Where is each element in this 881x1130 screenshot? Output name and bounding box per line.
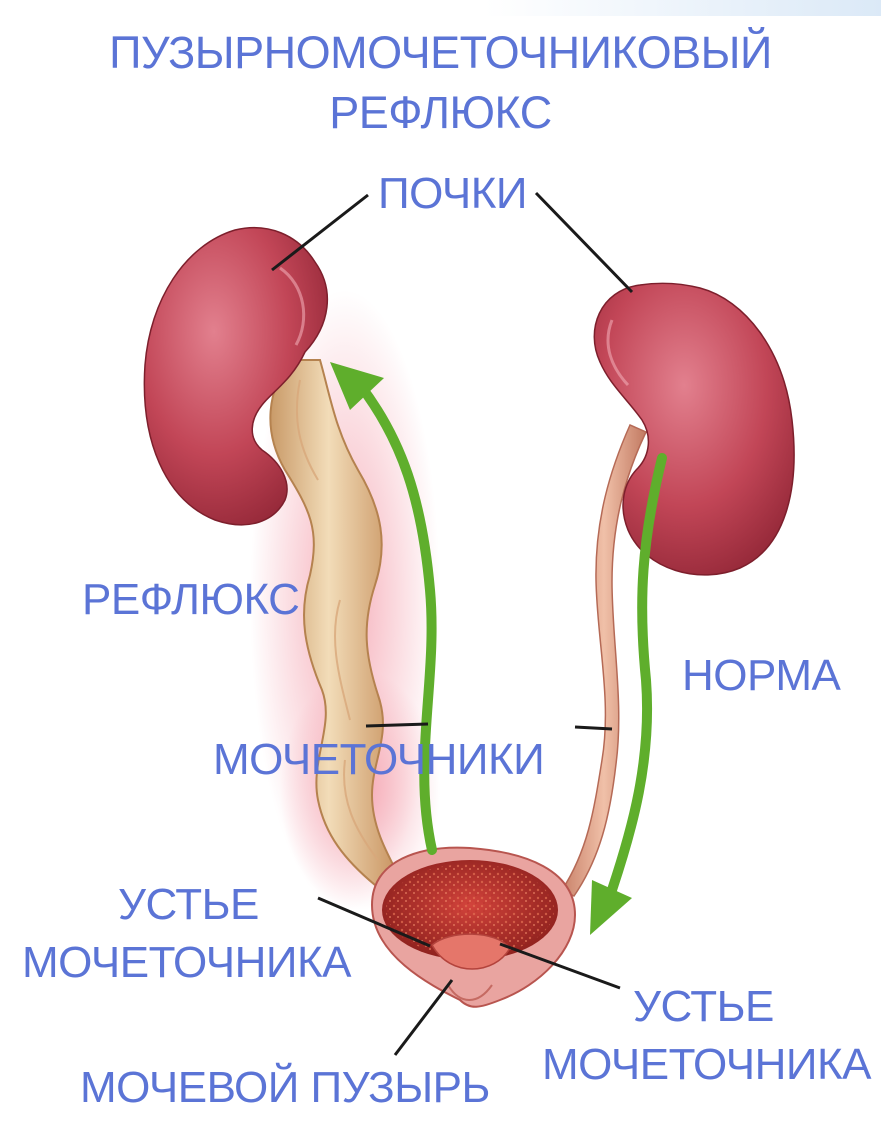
label-orifice-left-2: МОЧЕТОЧНИКА [22,941,351,985]
label-reflux: РЕФЛЮКС [82,578,299,622]
label-kidneys: ПОЧКИ [378,172,527,216]
label-ureters: МОЧЕТОЧНИКИ [213,738,544,782]
label-norm: НОРМА [682,654,840,698]
label-orifice-left-1: УСТЬЕ [118,883,259,927]
leader-ureter-right [575,727,612,729]
leader-kidney-left [272,195,368,270]
label-bladder: МОЧЕВОЙ ПУЗЫРЬ [80,1066,490,1110]
leader-ureter-left [366,724,428,726]
title-line-1: ПУЗЫРНОМОЧЕТОЧНИКОВЫЙ [0,30,881,75]
label-orifice-right-2: МОЧЕТОЧНИКА [542,1043,871,1087]
right-kidney [594,283,794,575]
leader-kidney-right [536,193,632,292]
label-orifice-right-1: УСТЬЕ [633,985,774,1029]
bladder [372,848,575,1007]
leader-bladder [395,980,452,1055]
title-line-2: РЕФЛЮКС [0,90,881,135]
